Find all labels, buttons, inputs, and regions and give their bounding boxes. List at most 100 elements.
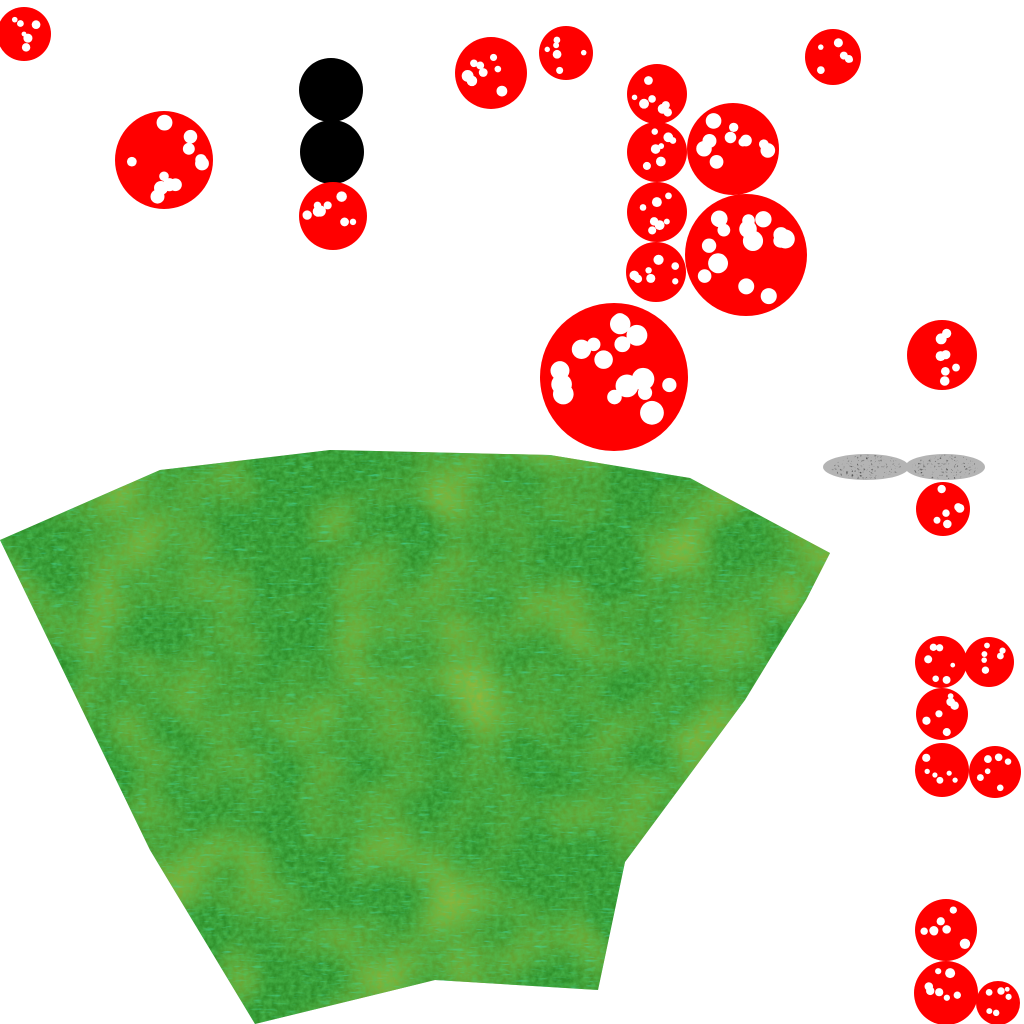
mushroom[interactable] <box>539 26 593 80</box>
mushroom-cap <box>976 981 1020 1024</box>
mushroom-spot <box>653 254 664 265</box>
mushroom[interactable] <box>540 303 688 451</box>
mushroom-spot <box>21 43 31 52</box>
mushroom-spot <box>494 65 502 73</box>
mushroom-spot <box>154 180 168 195</box>
grass-field <box>0 450 830 1024</box>
mushroom-spot <box>614 336 631 353</box>
mushroom[interactable] <box>0 7 51 61</box>
mushroom-spot <box>992 1009 1000 1017</box>
mushroom[interactable] <box>969 746 1021 798</box>
mushroom-spot <box>639 98 649 109</box>
mushroom-spot <box>997 987 1005 995</box>
mushroom[interactable] <box>627 64 687 124</box>
hole[interactable] <box>299 58 363 122</box>
mushroom[interactable] <box>976 981 1020 1024</box>
mushroom-spot <box>996 784 1004 792</box>
mushroom-spot <box>936 917 945 926</box>
mushroom-spot <box>943 994 950 1001</box>
mushroom-spot <box>669 137 677 144</box>
mushroom[interactable] <box>687 103 779 195</box>
mushroom-spot <box>553 42 560 49</box>
mushroom-spot <box>724 131 737 144</box>
mushroom-spot <box>740 134 752 147</box>
mushroom-spot <box>936 776 944 784</box>
mushroom-spot <box>651 128 658 135</box>
mushroom-spot <box>844 54 853 63</box>
mushroom-spot <box>818 44 824 50</box>
mushroom-spot <box>922 753 931 762</box>
mushroom-spot <box>633 274 643 283</box>
mushroom-spot <box>994 753 1003 762</box>
mushroom[interactable] <box>627 122 687 182</box>
mushroom-spot <box>933 516 941 524</box>
mushroom[interactable] <box>915 743 969 797</box>
mushroom[interactable] <box>915 636 967 688</box>
mushroom-cap <box>685 194 807 316</box>
mushroom-cap <box>455 37 527 109</box>
mushroom-spot <box>654 220 665 231</box>
mushroom-cap <box>915 636 967 688</box>
mushroom[interactable] <box>805 29 861 85</box>
mushroom-spot <box>773 233 788 248</box>
mushroom-spot <box>648 95 656 103</box>
mushroom[interactable] <box>626 242 686 302</box>
mushroom-spot <box>937 351 946 361</box>
mushroom-spot <box>1004 986 1010 992</box>
mushroom-spot <box>947 693 954 699</box>
rock[interactable] <box>823 454 909 480</box>
mushroom-spot <box>642 161 651 170</box>
mushroom-cap <box>627 182 687 242</box>
mushroom-spot <box>340 217 349 227</box>
mushroom[interactable] <box>685 194 807 316</box>
mushroom[interactable] <box>916 482 970 536</box>
mushroom-cap <box>969 746 1021 798</box>
mushroom-spot <box>662 377 677 393</box>
mushroom-spot <box>942 925 951 934</box>
mushroom-spot <box>489 53 498 61</box>
mushroom-cap <box>539 26 593 80</box>
mushroom[interactable] <box>915 899 977 961</box>
mushroom-spot <box>478 68 488 77</box>
mushroom-spot <box>553 36 561 44</box>
mushroom-spot <box>323 201 332 210</box>
mushroom-spot <box>932 772 938 778</box>
mushroom-spot <box>644 76 653 85</box>
mushroom-spot <box>952 363 960 372</box>
mushroom-cap <box>299 182 367 250</box>
mushroom-spot <box>612 313 628 328</box>
mushroom-spot <box>981 657 987 663</box>
mushroom-spot <box>665 192 672 200</box>
mushroom-spot <box>640 400 664 425</box>
mushroom-spot <box>195 156 209 171</box>
mushroom-spot <box>705 113 722 129</box>
mushroom-spot <box>23 33 33 43</box>
mushroom-spot <box>657 103 668 114</box>
mushroom-spot <box>935 988 944 997</box>
mushroom-spot <box>476 61 485 70</box>
mushroom-spot <box>942 676 951 684</box>
mushroom[interactable] <box>907 320 977 390</box>
mushroom[interactable] <box>914 961 978 1024</box>
mushroom-spot <box>937 484 946 494</box>
mushroom[interactable] <box>299 182 367 250</box>
rock[interactable] <box>905 454 985 480</box>
mushroom-spot <box>607 389 622 405</box>
mushroom-cap <box>805 29 861 85</box>
mushroom[interactable] <box>115 111 213 209</box>
mushroom[interactable] <box>627 182 687 242</box>
hole[interactable] <box>300 120 364 184</box>
mushroom-spot <box>950 662 956 668</box>
mushroom-spot <box>833 38 843 48</box>
mushroom[interactable] <box>964 637 1014 687</box>
mushroom-spot <box>758 139 769 150</box>
mushroom-spot <box>949 906 957 914</box>
mushroom-spot <box>984 755 992 763</box>
mushroom-spot <box>655 156 666 167</box>
mushroom-spot <box>945 968 956 979</box>
mushroom[interactable] <box>916 688 968 740</box>
mushroom[interactable] <box>455 37 527 109</box>
mushroom-spot <box>312 206 324 217</box>
mushroom-spot <box>709 154 724 169</box>
